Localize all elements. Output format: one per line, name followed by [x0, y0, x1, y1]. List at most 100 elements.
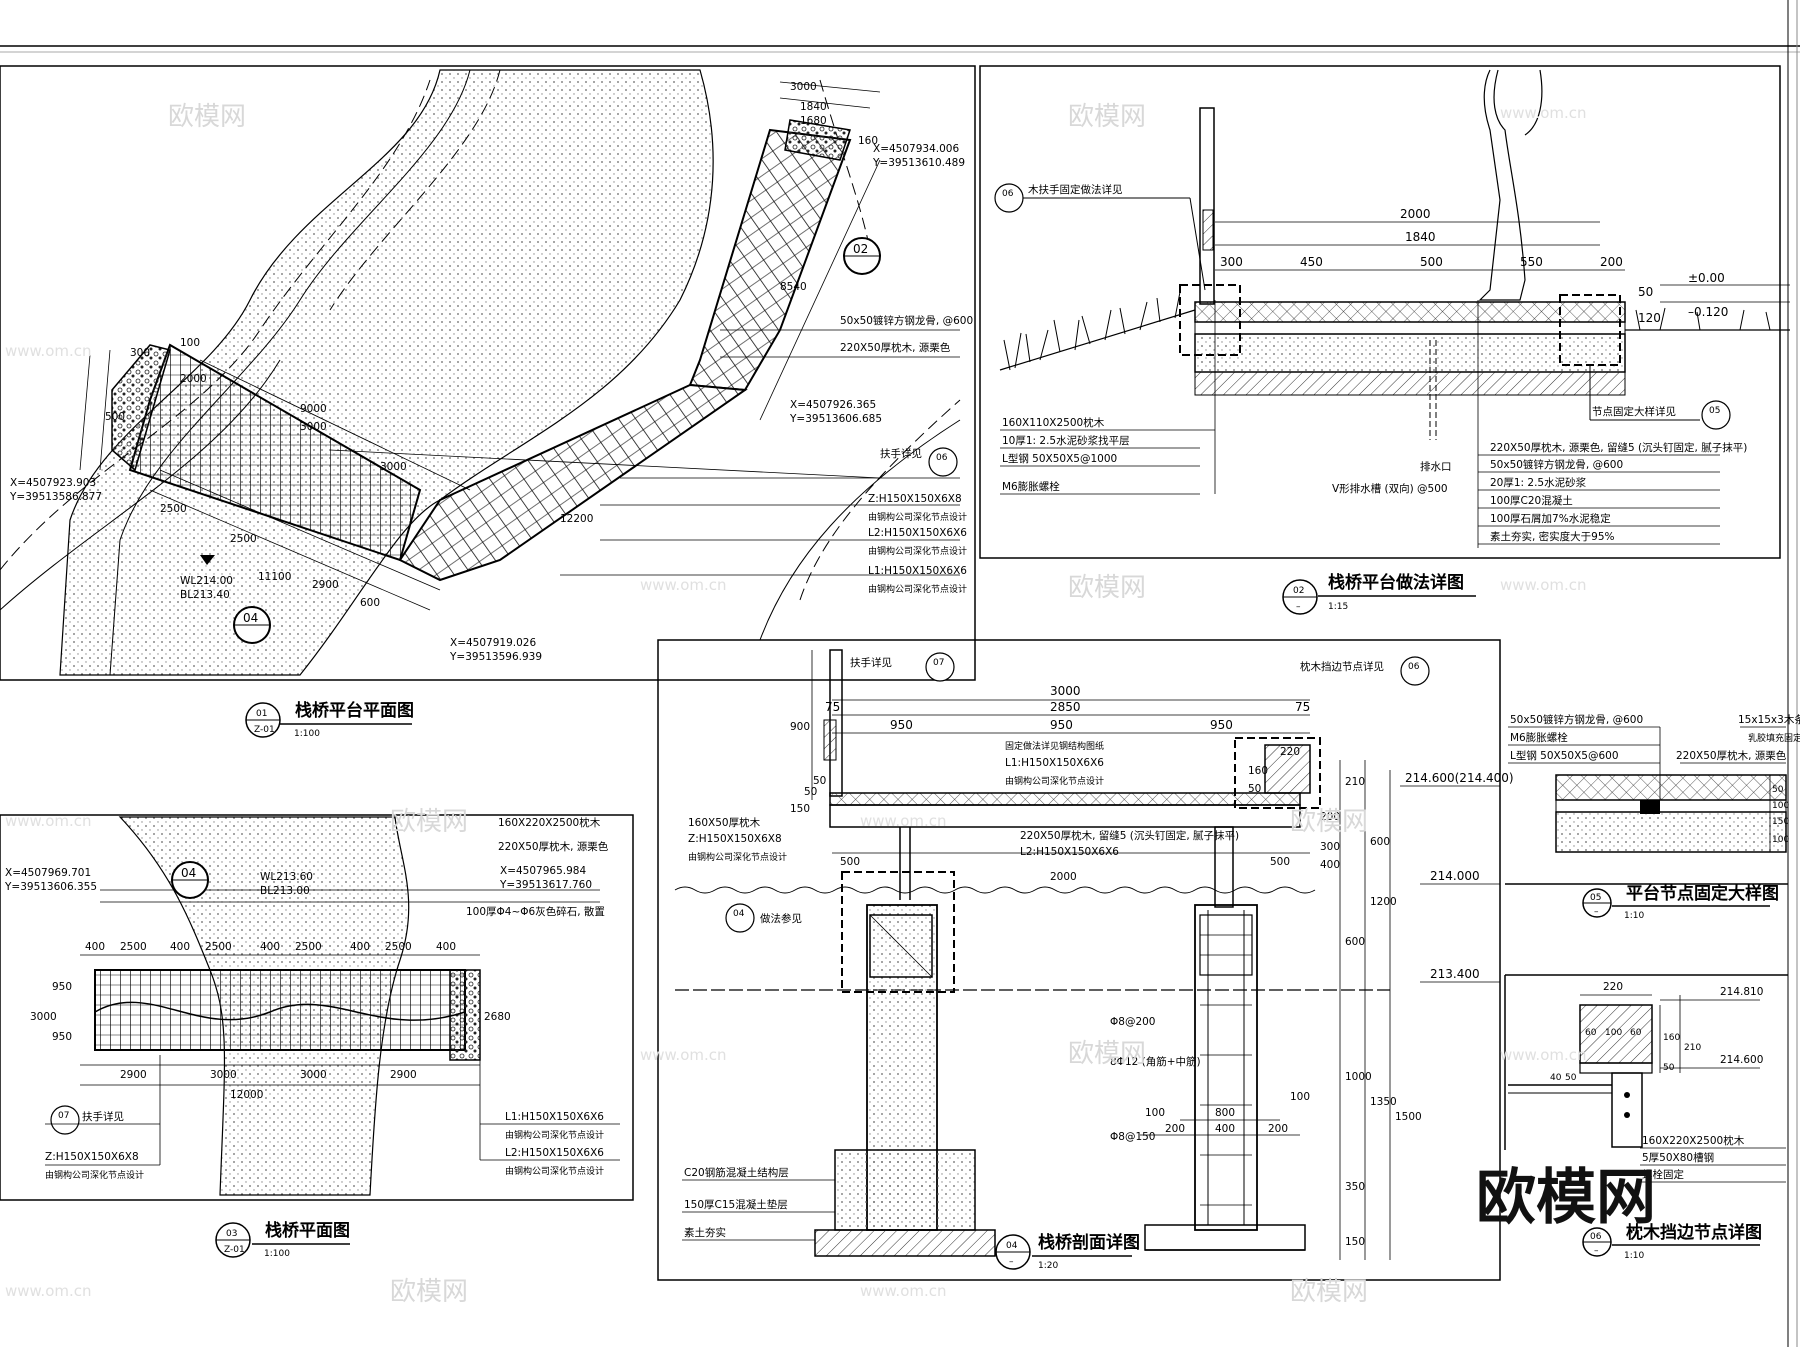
dim: 160: [1248, 765, 1268, 777]
dim: 950: [890, 718, 913, 732]
dim: 300: [130, 347, 150, 359]
dim: 500: [1270, 856, 1290, 868]
level-minus: –0.120: [1688, 305, 1728, 319]
note-latex: 乳胶填充固定: [1748, 732, 1800, 744]
note-strip: 15x15x3木条: [1738, 713, 1800, 726]
dim: 300: [1320, 841, 1340, 853]
note-rc-structure: C20钢筋混凝土结构层: [684, 1166, 789, 1179]
note-l1: L1:H150X150X6X6: [1005, 757, 1104, 769]
callout-07: 07: [58, 1111, 69, 1121]
dim: 800: [1215, 1107, 1235, 1119]
dim: 8540: [780, 281, 807, 293]
dim: 2900: [120, 1069, 147, 1081]
water-level: WL214.00: [180, 575, 233, 587]
watermark-url: www.om.cn: [640, 1046, 727, 1064]
view-title-02: 栈桥平台做法详图: [1328, 572, 1464, 593]
watermarks: 欧模网 欧模网 www.om.cn 欧模网 www.om.cn www.om.c…: [5, 102, 1656, 1307]
dim: 200: [1165, 1123, 1185, 1135]
dim: 400: [85, 941, 105, 953]
note-stirrup-150: Φ8@150: [1110, 1131, 1156, 1143]
dim: 450: [1300, 255, 1323, 269]
callout-04-c: 04: [733, 909, 745, 919]
dim: 1000: [1345, 1071, 1372, 1083]
dim: 60: [1585, 1028, 1597, 1038]
dim: 3000: [790, 81, 817, 93]
dim: 1840: [800, 101, 827, 113]
coord-x-2: X=4507926.365: [790, 399, 876, 411]
view-06-edge-detail: 220 60 100 60 160 50 210 40 50 214.810 2…: [1504, 974, 1788, 1261]
coord-y: Y=39513606.355: [4, 881, 97, 893]
view-scale-02: 1:15: [1328, 602, 1348, 612]
dim: 100: [1772, 835, 1789, 845]
dim: 160: [1663, 1033, 1680, 1043]
watermark-big-logo: 欧模网: [1476, 1163, 1656, 1233]
dim: 3000: [1050, 684, 1081, 698]
watermark-logo: 欧模网: [390, 807, 468, 837]
note-see: 做法参见: [760, 912, 802, 925]
dim: 150: [790, 803, 810, 815]
dim: 50: [1772, 785, 1784, 795]
watermark-logo: 欧模网: [1068, 573, 1146, 603]
coord-x-4: X=4507919.026: [450, 637, 536, 649]
note-stirrup-200: Φ8@200: [1110, 1016, 1156, 1028]
view-title-06: 枕木挡边节点详图: [1626, 1222, 1762, 1243]
note-c15-pad: 150厚C15混凝土垫层: [684, 1198, 788, 1211]
dim: 160: [858, 135, 878, 147]
tag-sheet: –: [1009, 1257, 1014, 1267]
note-soil: 素土夯实, 密实度大于95%: [1490, 530, 1615, 543]
coord-y-1: Y=39513610.489: [872, 157, 965, 169]
dim: 12000: [230, 1089, 263, 1101]
coord-y-3: Y=39513586.877: [9, 491, 102, 503]
dim: 350: [1345, 1181, 1365, 1193]
note-angle-steel: L型钢 50X50X5@1000: [1002, 452, 1117, 465]
view-02-deck-detail: 2000 1840 300 450 500 550 200 50 120 ±0.…: [979, 65, 1790, 615]
view-05-node-detail: 50x50镀锌方钢龙骨, @600 M6膨胀螺栓 L型钢 50X50X5@600…: [1505, 713, 1800, 921]
tag-sheet: –: [1296, 602, 1301, 612]
note-sleeper: 160X220X2500枕木: [498, 816, 601, 829]
dim: 100: [1290, 1091, 1310, 1103]
coord-x: X=4507969.701: [5, 867, 91, 879]
coord-x: X=4507965.984: [500, 865, 586, 877]
dim: 50: [1663, 1063, 1675, 1073]
dim: 220: [1603, 981, 1623, 993]
dim: 2500: [120, 941, 147, 953]
dim: 3000: [30, 1011, 57, 1023]
dim: 400: [1320, 859, 1340, 871]
note-z-beam: Z:H150X150X6X8: [868, 493, 962, 505]
note-main-rebar: 8Φ12 (角筋+中筋): [1110, 1055, 1201, 1068]
watermark-url: www.om.cn: [5, 342, 92, 360]
note-deck-220: 220X50厚枕木, 留缝5 (沉头钉固定, 腻子抹平): [1020, 829, 1239, 842]
dim: 1200: [1370, 896, 1397, 908]
dim: 3000: [300, 421, 327, 433]
note-l2-design: 由钢构公司深化节点设计: [868, 545, 967, 557]
watermark-url: www.om.cn: [860, 1282, 947, 1300]
dim: 50: [813, 775, 826, 787]
coord-x-3: X=4507923.903: [10, 477, 96, 489]
view-01-plan: 02 04 06 X=4507934.006 Y=39513610.489 X=…: [0, 65, 976, 739]
view-scale-06: 1:10: [1624, 1251, 1644, 1261]
note-mortar-right: 20厚1: 2.5水泥砂浆: [1490, 476, 1587, 489]
dim: 400: [436, 941, 456, 953]
watermark-url: www.om.cn: [5, 812, 92, 830]
dim: 950: [52, 981, 72, 993]
watermark-url: www.om.cn: [640, 576, 727, 594]
callout-05: 05: [1709, 406, 1720, 416]
watermark-logo: 欧模网: [1290, 807, 1368, 837]
note-sleeper-edge: 枕木挡边节点详见: [1300, 660, 1384, 673]
note-keel: 50x50镀锌方钢龙骨, @600: [840, 314, 973, 327]
dim: 200: [1268, 1123, 1288, 1135]
tag-number: 02: [1293, 586, 1304, 596]
grass-texture: [1003, 291, 1181, 371]
note-sleeper-160: 160X50厚枕木: [688, 816, 761, 829]
dim: 2900: [390, 1069, 417, 1081]
note-deck: 220X50厚枕木, 源栗色: [498, 840, 609, 853]
note-channel: 5厚50X80槽钢: [1642, 1151, 1714, 1164]
level-top: 214.810: [1720, 986, 1763, 998]
dim: 50: [804, 786, 817, 798]
watermark-url: www.om.cn: [860, 812, 947, 830]
dim: 2500: [295, 941, 322, 953]
dim: 200: [1320, 811, 1340, 823]
dim: 50: [1248, 783, 1261, 795]
note-drain-outlet: 排水口: [1420, 460, 1452, 473]
